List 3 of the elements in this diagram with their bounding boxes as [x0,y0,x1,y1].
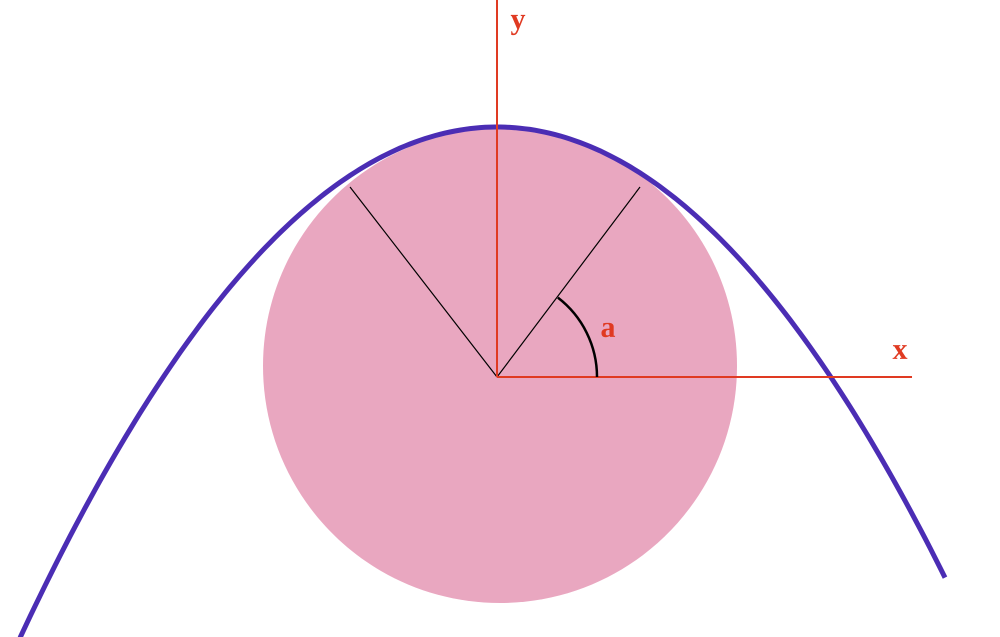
axis-label: y [510,14,526,36]
angle-label: a [601,322,616,338]
axis-label: x [892,345,908,359]
